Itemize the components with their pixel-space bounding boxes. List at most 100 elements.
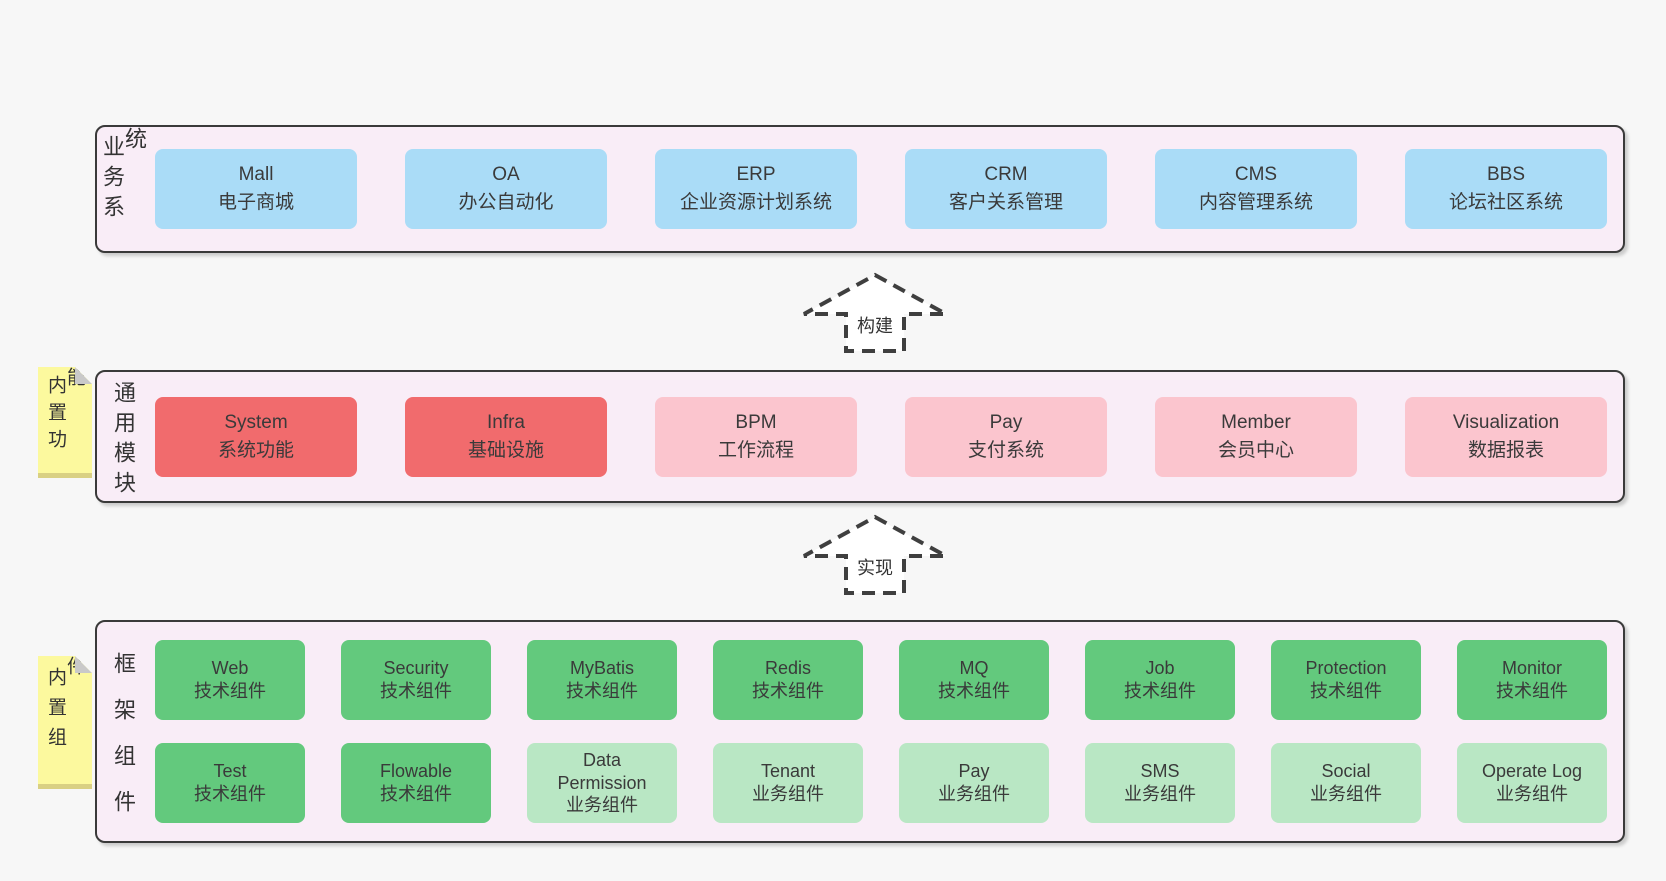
box-title: BBS — [1486, 164, 1526, 186]
component-box-mybatis: MyBatis 技术组件 — [527, 640, 677, 720]
box-title: Pay — [958, 761, 990, 782]
component-box-pay: Pay 业务组件 — [899, 743, 1049, 823]
box-title: Job — [1145, 658, 1175, 679]
box-subtitle: 业务组件 — [1496, 784, 1568, 804]
system-box-crm: CRM 客户关系管理 — [905, 149, 1107, 229]
box-subtitle: 技术组件 — [938, 681, 1010, 701]
box-subtitle: 工作流程 — [717, 439, 794, 461]
component-box-operate-log: Operate Log 业务组件 — [1457, 743, 1607, 823]
component-box-mq: MQ 技术组件 — [899, 640, 1049, 720]
box-title: MyBatis — [569, 658, 634, 679]
band-label-column: 业务系统 — [97, 127, 149, 251]
box-subtitle: 支付系统 — [967, 439, 1044, 461]
business-boxes: Mall 电子商城 OA 办公自动化 ERP 企业资源计划系统 CRM 客户关系… — [149, 127, 1623, 251]
box-title: CMS — [1234, 164, 1278, 186]
module-box-visualization: Visualization 数据报表 — [1405, 396, 1607, 477]
box-subtitle: 业务组件 — [566, 795, 638, 816]
box-title: Redis — [764, 658, 812, 679]
box-subtitle: 系统功能 — [217, 439, 294, 461]
folded-corner-icon — [75, 367, 92, 384]
component-box-data-permission: Data Permission 业务组件 — [527, 743, 677, 823]
component-row-2: Test 技术组件 Flowable 技术组件 Data Permission … — [155, 743, 1607, 823]
module-box-infra: Infra 基础设施 — [405, 396, 607, 477]
component-box-tenant: Tenant 业务组件 — [713, 743, 863, 823]
box-subtitle: 技术组件 — [380, 681, 452, 701]
module-box-member: Member 会员中心 — [1155, 396, 1357, 477]
system-box-erp: ERP 企业资源计划系统 — [655, 149, 857, 229]
component-box-flowable: Flowable 技术组件 — [341, 743, 491, 823]
module-box-system: System 系统功能 — [155, 396, 357, 477]
component-box-web: Web 技术组件 — [155, 640, 305, 720]
box-subtitle: 数据报表 — [1467, 439, 1544, 461]
module-box-pay: Pay 支付系统 — [905, 396, 1107, 477]
box-subtitle: 论坛社区系统 — [1448, 192, 1563, 213]
framework-components-band: 框架组件 Web 技术组件 Security 技术组件 MyBatis 技术组件… — [95, 620, 1625, 843]
box-subtitle: 技术组件 — [1310, 681, 1382, 701]
components-band-label: 框架组件 — [111, 651, 136, 836]
box-subtitle: 会员中心 — [1217, 439, 1294, 461]
box-title: Monitor — [1501, 658, 1563, 679]
component-boxes: Web 技术组件 Security 技术组件 MyBatis 技术组件 Redi… — [149, 622, 1623, 841]
builtin-features-sticky-note: 内置功能 — [38, 367, 92, 478]
box-subtitle: 业务组件 — [1124, 784, 1196, 804]
band-label-column: 通用模块 — [97, 372, 149, 501]
box-title: Mall — [238, 164, 274, 186]
box-title: Data Permission — [557, 749, 647, 793]
box-title: Visualization — [1452, 411, 1560, 433]
business-band-label: 业务系统 — [100, 127, 147, 225]
box-subtitle: 内容管理系统 — [1198, 192, 1313, 213]
builtin-components-sticky-note: 内置组件 — [38, 656, 92, 789]
system-box-oa: OA 办公自动化 — [405, 149, 607, 229]
component-box-monitor: Monitor 技术组件 — [1457, 640, 1607, 720]
builtin-components-label: 内置组件 — [45, 656, 85, 757]
component-box-test: Test 技术组件 — [155, 743, 305, 823]
box-subtitle: 基础设施 — [467, 439, 544, 461]
box-title: System — [224, 411, 288, 433]
band-label-column: 框架组件 — [97, 622, 149, 841]
system-box-mall: Mall 电子商城 — [155, 149, 357, 229]
module-boxes: System 系统功能 Infra 基础设施 BPM 工作流程 Pay 支付系统… — [149, 372, 1623, 501]
build-arrow-label: 构建 — [854, 312, 896, 338]
box-title: Member — [1221, 411, 1291, 433]
component-row-1: Web 技术组件 Security 技术组件 MyBatis 技术组件 Redi… — [155, 640, 1607, 720]
box-subtitle: 业务组件 — [752, 784, 824, 804]
box-title: Pay — [989, 411, 1023, 433]
box-title: Flowable — [379, 761, 453, 782]
component-box-job: Job 技术组件 — [1085, 640, 1235, 720]
box-title: SMS — [1140, 761, 1180, 782]
box-subtitle: 业务组件 — [1310, 784, 1382, 804]
box-title: MQ — [959, 658, 989, 679]
box-title: BPM — [735, 411, 777, 433]
box-title: CRM — [984, 164, 1028, 186]
box-title: ERP — [736, 164, 776, 186]
common-modules-band: 通用模块 System 系统功能 Infra 基础设施 BPM 工作流程 Pay… — [95, 370, 1625, 503]
box-subtitle: 技术组件 — [752, 681, 824, 701]
box-title: Web — [211, 658, 249, 679]
box-subtitle: 办公自动化 — [458, 192, 554, 213]
system-box-cms: CMS 内容管理系统 — [1155, 149, 1357, 229]
component-box-social: Social 业务组件 — [1271, 743, 1421, 823]
box-title: Infra — [486, 411, 526, 433]
box-subtitle: 技术组件 — [1496, 681, 1568, 701]
component-box-sms: SMS 业务组件 — [1085, 743, 1235, 823]
box-subtitle: 业务组件 — [938, 784, 1010, 804]
box-subtitle: 企业资源计划系统 — [679, 192, 832, 213]
box-title: Protection — [1305, 658, 1387, 679]
box-subtitle: 技术组件 — [194, 681, 266, 701]
box-title: Operate Log — [1481, 761, 1583, 782]
component-box-redis: Redis 技术组件 — [713, 640, 863, 720]
box-title: Tenant — [760, 761, 816, 782]
box-subtitle: 技术组件 — [1124, 681, 1196, 701]
system-box-bbs: BBS 论坛社区系统 — [1405, 149, 1607, 229]
implement-arrow-label: 实现 — [854, 554, 896, 580]
component-box-security: Security 技术组件 — [341, 640, 491, 720]
box-title: Security — [383, 658, 449, 679]
box-subtitle: 电子商城 — [217, 192, 294, 213]
module-box-bpm: BPM 工作流程 — [655, 396, 857, 477]
build-arrow: 构建 — [800, 272, 950, 354]
box-subtitle: 技术组件 — [194, 784, 266, 804]
implement-arrow: 实现 — [800, 514, 950, 596]
business-systems-band: 业务系统 Mall 电子商城 OA 办公自动化 ERP 企业资源计划系统 CRM… — [95, 125, 1625, 253]
box-subtitle: 客户关系管理 — [948, 192, 1063, 213]
box-subtitle: 技术组件 — [566, 681, 638, 701]
